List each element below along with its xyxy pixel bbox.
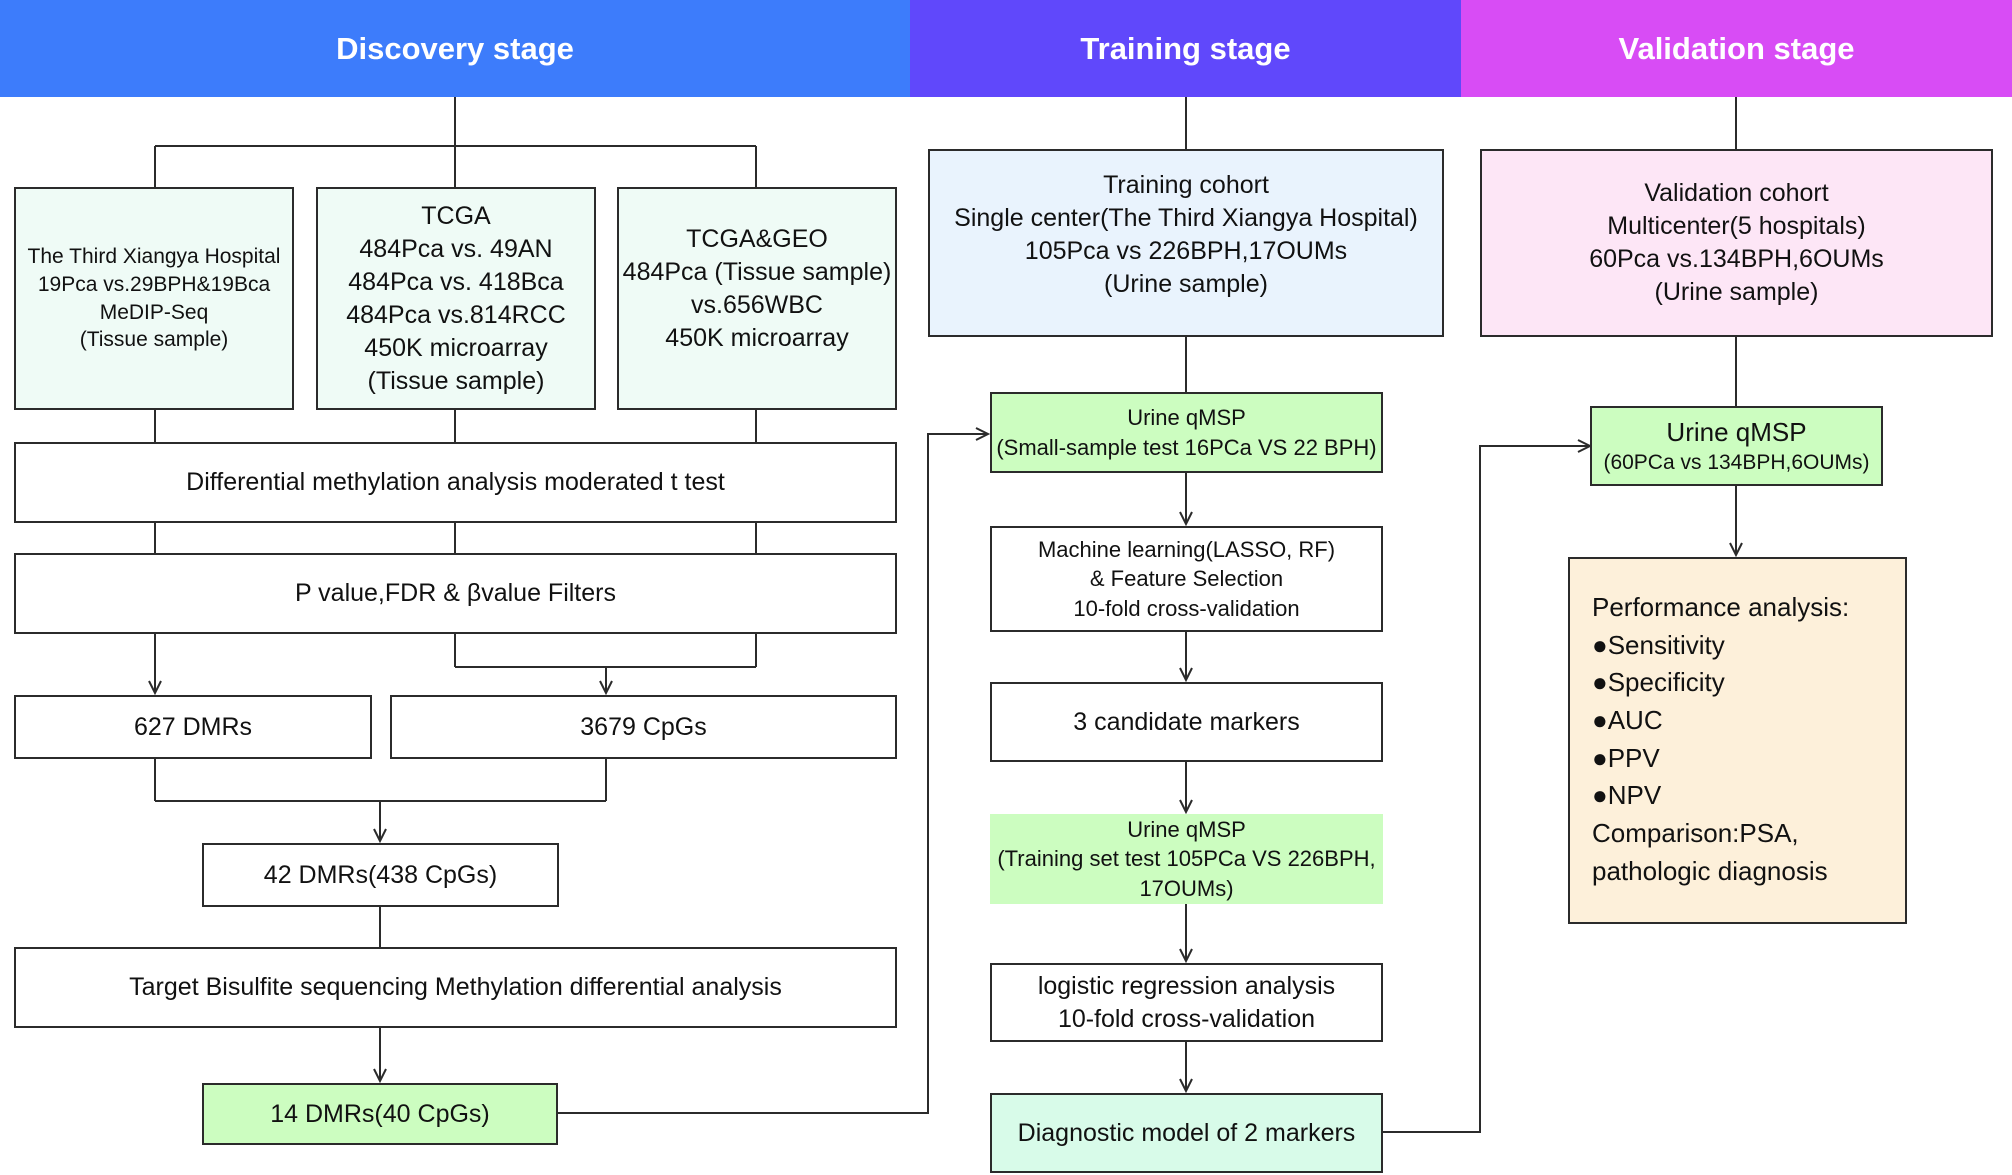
- training-stage-header: Training stage: [910, 0, 1461, 97]
- differential-methylation-label: Differential methylation analysis modera…: [186, 468, 725, 496]
- logistic-regression-cv: 10-fold cross-validation: [1057, 1004, 1316, 1033]
- tcga-geo-title: TCGA&GEO: [686, 225, 828, 253]
- urine-qmsp-small-box: Urine qMSP (Small-sample test 16PCa VS 2…: [990, 392, 1383, 473]
- tcga-title: TCGA: [421, 201, 491, 230]
- cpgs-3679-label: 3679 CpGs: [580, 712, 707, 741]
- tcga-geo-comparison: vs.656WBC: [691, 291, 823, 319]
- validation-cohort-center: Multicenter(5 hospitals): [1607, 212, 1866, 240]
- tcga-geo-box: TCGA&GEO 484Pca (Tissue sample) vs.656WB…: [617, 187, 897, 410]
- tcga-comparison-an: 484Pca vs. 49AN: [359, 234, 553, 263]
- performance-ppv: ●PPV: [1592, 742, 1660, 773]
- target-bisulfite-box: Target Bisulfite sequencing Methylation …: [14, 947, 897, 1028]
- validation-cohort-box: Validation cohort Multicenter(5 hospital…: [1480, 149, 1993, 337]
- differential-methylation-box: Differential methylation analysis modera…: [14, 442, 897, 523]
- connector-arrow: [1381, 446, 1590, 1133]
- dmrs-14-box: 14 DMRs(40 CpGs): [202, 1083, 558, 1145]
- performance-pathologic: pathologic diagnosis: [1592, 855, 1828, 886]
- machine-learning-title: Machine learning(LASSO, RF): [1037, 537, 1336, 563]
- urine-qmsp-validation-detail: (60PCa vs 134BPH,6OUMs): [1603, 451, 1870, 475]
- urine-qmsp-validation-title: Urine qMSP: [1666, 416, 1807, 447]
- discovery-stage-header: Discovery stage: [0, 0, 910, 97]
- tcga-sample: (Tissue sample): [367, 366, 545, 395]
- machine-learning-cv: 10-fold cross-validation: [1073, 595, 1300, 621]
- training-cohort-comparison: 105Pca vs 226BPH,17OUMs: [1024, 237, 1348, 265]
- xiangya-hospital-sample: (Tissue sample): [79, 328, 229, 352]
- performance-npv: ●NPV: [1592, 780, 1662, 811]
- logistic-regression-title: logistic regression analysis: [1037, 971, 1336, 1000]
- candidate-markers-label: 3 candidate markers: [1073, 707, 1300, 736]
- urine-qmsp-training-detail: (Training set test 105PCa VS 226BPH,: [997, 846, 1376, 872]
- discovery-stage-title: Discovery stage: [336, 30, 574, 66]
- cpgs-3679-box: 3679 CpGs: [390, 695, 897, 759]
- validation-cohort-title: Validation cohort: [1644, 179, 1829, 207]
- machine-learning-feature: & Feature Selection: [1089, 566, 1284, 592]
- diagnostic-model-label: Diagnostic model of 2 markers: [1017, 1118, 1356, 1147]
- training-cohort-title: Training cohort: [1103, 171, 1269, 199]
- performance-specificity: ●Specificity: [1592, 667, 1725, 698]
- validation-cohort-sample: (Urine sample): [1654, 278, 1819, 306]
- xiangya-hospital-method: MeDIP-Seq: [99, 300, 209, 324]
- machine-learning-box: Machine learning(LASSO, RF) & Feature Se…: [990, 526, 1383, 632]
- training-cohort-sample: (Urine sample): [1104, 270, 1268, 298]
- connector-arrow: [558, 434, 988, 1114]
- dmrs-627-label: 627 DMRs: [133, 712, 253, 741]
- tcga-box: TCGA 484Pca vs. 49AN 484Pca vs. 418Bca 4…: [316, 187, 596, 410]
- training-cohort-center: Single center(The Third Xiangya Hospital…: [954, 204, 1418, 232]
- dmrs-42-label: 42 DMRs(438 CpGs): [263, 860, 498, 889]
- performance-sensitivity: ●Sensitivity: [1592, 629, 1725, 660]
- filters-label: P value,FDR & βvalue Filters: [295, 579, 616, 607]
- urine-qmsp-training-box: Urine qMSP (Training set test 105PCa VS …: [990, 814, 1383, 904]
- dmrs-14-label: 14 DMRs(40 CpGs): [270, 1099, 490, 1128]
- urine-qmsp-small-title: Urine qMSP: [1127, 405, 1246, 431]
- filters-box: P value,FDR & βvalue Filters: [14, 553, 897, 634]
- performance-auc: ●AUC: [1592, 705, 1663, 736]
- validation-stage-title: Validation stage: [1618, 30, 1855, 66]
- tcga-comparison-rcc: 484Pca vs.814RCC: [346, 300, 566, 329]
- xiangya-hospital-box: The Third Xiangya Hospital 19Pca vs.29BP…: [14, 187, 294, 410]
- diagnostic-model-box: Diagnostic model of 2 markers: [990, 1093, 1383, 1173]
- logistic-regression-box: logistic regression analysis 10-fold cro…: [990, 963, 1383, 1042]
- candidate-markers-box: 3 candidate markers: [990, 682, 1383, 762]
- tcga-method: 450K microarray: [364, 333, 548, 362]
- tcga-geo-method: 450K microarray: [665, 324, 849, 352]
- urine-qmsp-training-title: Urine qMSP: [1127, 817, 1246, 843]
- urine-qmsp-training-detail-cont: 17OUMs): [1139, 875, 1234, 901]
- xiangya-hospital-title: The Third Xiangya Hospital: [27, 245, 281, 269]
- performance-analysis-title: Performance analysis:: [1592, 592, 1850, 622]
- performance-analysis-box: Performance analysis: ●Sensitivity ●Spec…: [1568, 557, 1907, 924]
- tcga-comparison-bca: 484Pca vs. 418Bca: [348, 267, 564, 296]
- dmrs-42-box: 42 DMRs(438 CpGs): [202, 843, 559, 907]
- dmrs-627-box: 627 DMRs: [14, 695, 372, 759]
- validation-stage-header: Validation stage: [1461, 0, 2012, 97]
- urine-qmsp-validation-box: Urine qMSP (60PCa vs 134BPH,6OUMs): [1590, 406, 1883, 486]
- target-bisulfite-label: Target Bisulfite sequencing Methylation …: [129, 973, 782, 1001]
- validation-cohort-comparison: 60Pca vs.134BPH,6OUMs: [1589, 245, 1884, 273]
- tcga-geo-sample: 484Pca (Tissue sample): [622, 258, 892, 286]
- training-stage-title: Training stage: [1080, 30, 1291, 66]
- urine-qmsp-small-detail: (Small-sample test 16PCa VS 22 BPH): [996, 434, 1377, 460]
- training-cohort-box: Training cohort Single center(The Third …: [928, 149, 1444, 337]
- performance-comparison: Comparison:PSA,: [1592, 818, 1799, 849]
- xiangya-hospital-comparison: 19Pca vs.29BPH&19Bca: [37, 272, 271, 296]
